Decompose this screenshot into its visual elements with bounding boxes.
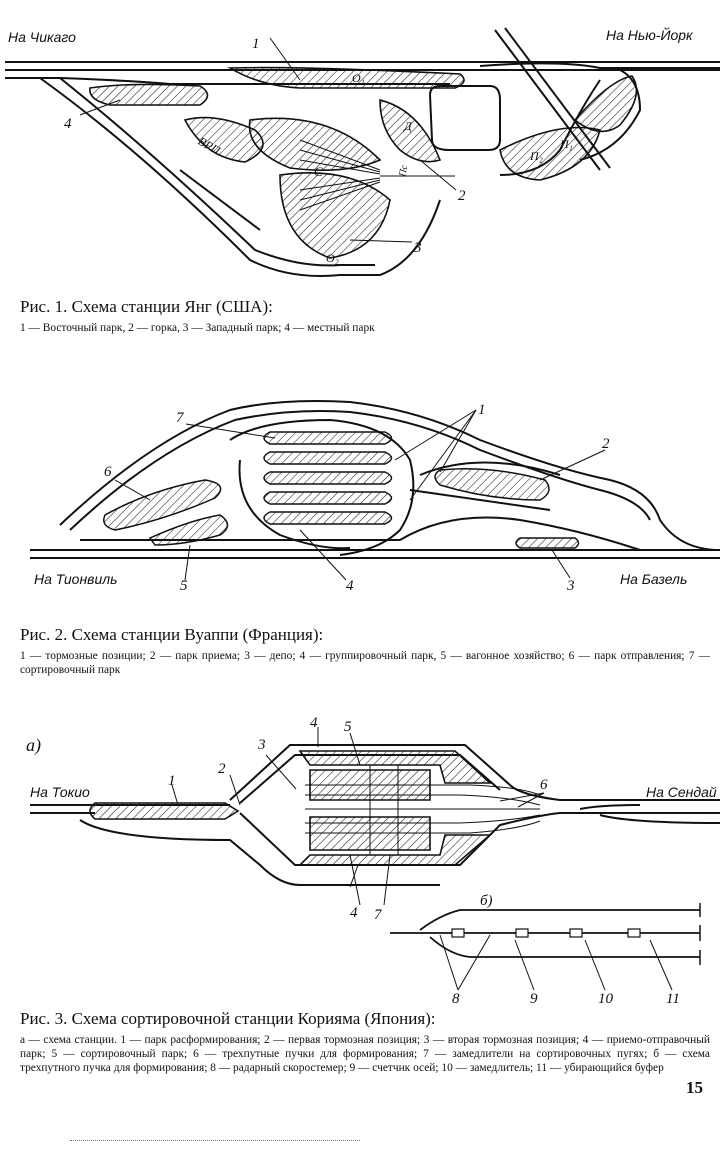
fig1-caption: Рис. 1. Схема станции Янг (США): 1 — Вос…	[20, 296, 710, 335]
fig2-label-2: 2	[602, 436, 610, 452]
fig1-caption-title: Рис. 1. Схема станции Янг (США):	[20, 297, 273, 316]
breakup-yard	[89, 802, 240, 820]
fig1-label-o1: О₁	[352, 71, 365, 85]
fig3-label-10: 10	[598, 991, 614, 1007]
wagon-facility	[148, 514, 229, 546]
depot	[515, 537, 580, 549]
fig1-caption-desc: 1 — Восточный парк, 2 — горка, 3 — Запад…	[20, 322, 375, 334]
receiving-departure-yard-bottom	[298, 834, 493, 866]
fig3-part-b: б)	[480, 893, 493, 909]
fig1-label-1: 1	[252, 36, 260, 52]
fig1-label-4: 4	[64, 116, 72, 132]
fig3-label-4-top: 4	[310, 715, 318, 731]
fig3-label-7: 7	[374, 907, 383, 923]
footer-rule	[70, 1140, 360, 1142]
sorting-track-4	[263, 491, 393, 505]
sorting-track-1	[263, 431, 393, 445]
fig3-label-2: 2	[218, 761, 226, 777]
fig3-caption: Рис. 3. Схема сортировочной станции Кори…	[20, 1008, 710, 1075]
fig3-label-6: 6	[540, 777, 548, 793]
figure-3-diagram: а) б) На Токио На Сендай 1 2 3 4 5 6 4 7…	[26, 715, 721, 1007]
fig3-caption-title: Рис. 3. Схема сортировочной станции Кори…	[20, 1009, 436, 1028]
fig1-dir-right: На Нью-Йорк	[606, 26, 694, 43]
fig1-label-c: С	[314, 164, 323, 179]
fig3-label-8: 8	[452, 991, 460, 1007]
yard-o2	[279, 172, 391, 259]
fig2-label-5: 5	[180, 578, 188, 594]
page-number: 15	[686, 1078, 703, 1097]
fig3-label-3: 3	[257, 737, 266, 753]
yard-pu	[573, 75, 638, 133]
fig2-label-4: 4	[346, 578, 354, 594]
receiving-departure-yard-top	[298, 750, 493, 784]
departure-yard	[103, 479, 222, 531]
fig2-dir-right: На Базель	[620, 571, 687, 587]
figure-2-diagram: 1 2 3 4 5 6 7 На Тионвиль На Базель	[30, 400, 721, 594]
yard-d	[379, 98, 442, 163]
sorting-track-5	[263, 511, 393, 525]
fig1-label-d: Д	[403, 119, 413, 133]
figure-1-diagram: На Чикаго На Нью-Йорк 1 2 3 4 О₁ О₂ С ВР…	[5, 26, 720, 277]
fig3-label-4-bottom: 4	[350, 905, 358, 921]
yard-p2	[499, 126, 601, 181]
fig3-label-1: 1	[168, 773, 176, 789]
fig2-dir-left: На Тионвиль	[34, 571, 118, 587]
fig1-label-3: 3	[413, 240, 422, 256]
fig1-label-pu: П₁	[559, 137, 573, 151]
sorting-track-3	[263, 471, 393, 485]
fig3-dir-left: На Токио	[30, 784, 90, 800]
fig3-dir-right: На Сендай	[646, 784, 717, 800]
fig1-label-2: 2	[458, 188, 466, 204]
fig2-label-1: 1	[478, 402, 486, 418]
fig3-label-11: 11	[666, 991, 680, 1007]
fig3-caption-desc: а — схема станции. 1 — парк расформирова…	[20, 1034, 710, 1074]
sorting-track-2	[263, 451, 393, 465]
fig3-part-a: а)	[26, 735, 41, 756]
fig2-label-6: 6	[104, 464, 112, 480]
fig2-label-3: 3	[566, 578, 575, 594]
fig2-caption: Рис. 2. Схема станции Вуаппи (Франция): …	[20, 624, 710, 677]
fig1-label-o2: О₂	[326, 251, 339, 265]
fig1-dir-left: На Чикаго	[8, 29, 76, 45]
fig1-label-ps: Пс	[397, 164, 410, 179]
fig2-label-7: 7	[176, 410, 185, 426]
receiving-yard	[434, 468, 550, 501]
fig3-label-9: 9	[530, 991, 538, 1007]
local-yard	[89, 83, 209, 106]
fig2-caption-title: Рис. 2. Схема станции Вуаппи (Франция):	[20, 625, 324, 644]
fig3-label-5: 5	[344, 719, 352, 735]
fig2-caption-desc: 1 — тормозные позиции; 2 — парк приема; …	[20, 650, 710, 676]
fig1-label-p2: П₂	[529, 149, 543, 163]
